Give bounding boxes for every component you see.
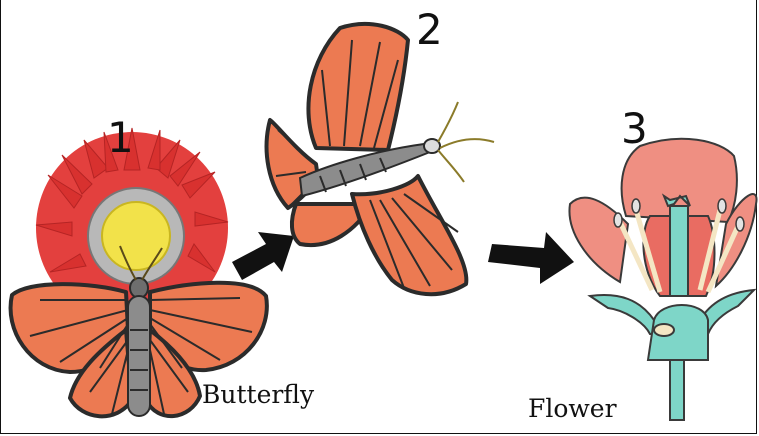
flower-cross-section-illustration [569, 139, 756, 420]
step-number-3: 3 [621, 108, 648, 150]
flower-label: Flower [528, 396, 617, 421]
right-arrow-icon [488, 232, 574, 284]
right-arrow-icon [232, 232, 294, 280]
butterfly-label: Butterfly [202, 382, 314, 407]
flying-butterfly-illustration [267, 24, 494, 294]
step-number-2: 2 [416, 9, 443, 51]
butterfly-on-flower-illustration [11, 128, 267, 416]
step-number-1: 1 [107, 117, 134, 159]
flower-petals [569, 139, 756, 296]
